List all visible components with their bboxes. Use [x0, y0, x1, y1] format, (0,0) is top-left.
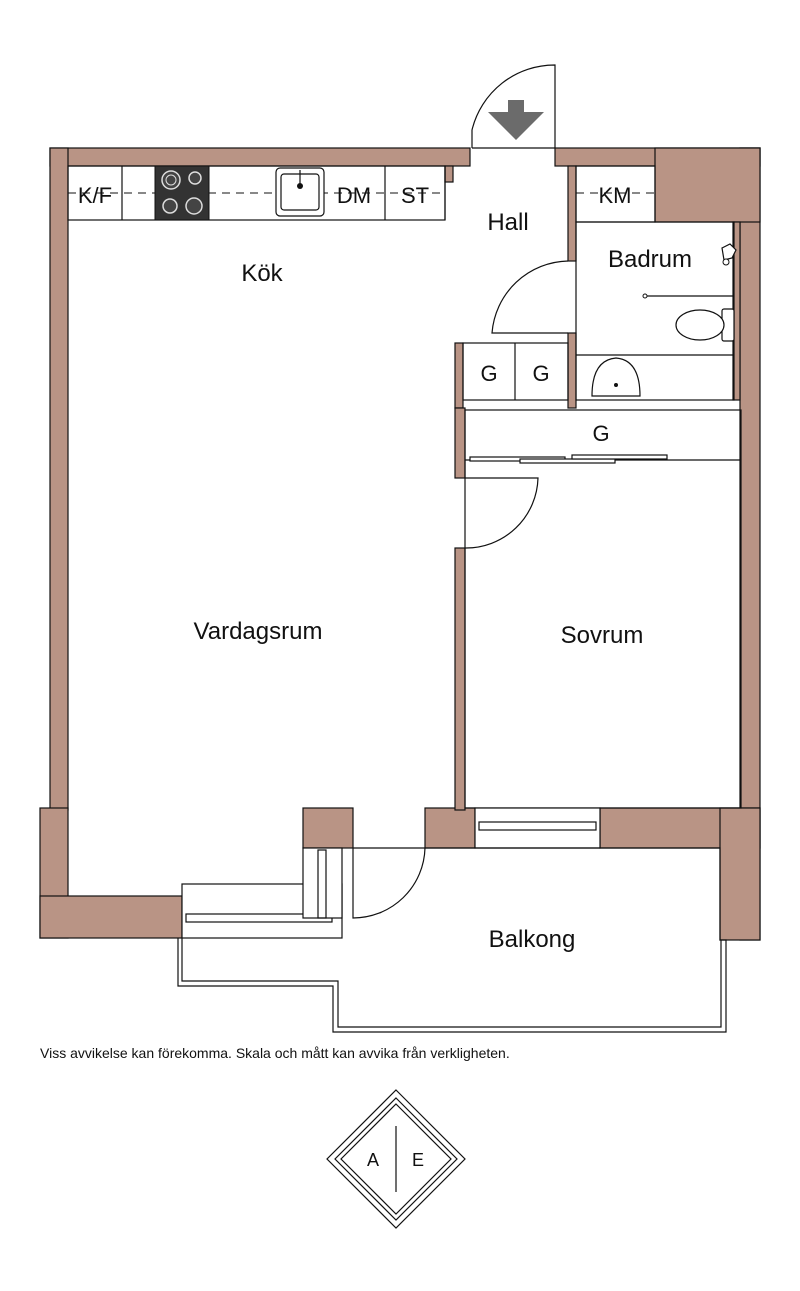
living-window	[181, 847, 343, 939]
room-label-bedroom: Sovrum	[561, 622, 644, 649]
kitchen-sink-icon	[275, 167, 325, 217]
interior-walls	[444, 165, 741, 811]
entrance-door	[471, 64, 556, 149]
washbasin-icon	[591, 357, 641, 397]
bedroom-window	[474, 807, 601, 849]
bathroom-door	[491, 260, 569, 334]
bedroom-door	[464, 477, 539, 549]
room-label-kitchen: Kök	[241, 260, 283, 287]
balcony-door	[352, 847, 426, 919]
brand-logo: A E	[326, 1089, 466, 1229]
logo-letter-right: E	[412, 1150, 424, 1170]
room-label-hall: Hall	[487, 209, 528, 236]
label-wardrobe-3: G	[592, 421, 609, 446]
label-storage: ST	[401, 183, 429, 208]
logo-letter-left: A	[367, 1150, 379, 1170]
label-wardrobe-1: G	[480, 361, 497, 386]
stove-icon	[154, 165, 210, 221]
shower-icon	[642, 243, 737, 299]
label-washing-machine: KM	[599, 183, 632, 208]
room-label-bathroom: Badrum	[608, 246, 692, 273]
disclaimer-text: Viss avvikelse kan förekomma. Skala och …	[40, 1045, 510, 1061]
room-outlines	[67, 165, 742, 809]
room-label-living-room: Vardagsrum	[194, 618, 323, 645]
balcony-outline	[177, 847, 727, 1033]
label-dishwasher: DM	[337, 183, 371, 208]
toilet-icon	[675, 308, 735, 342]
label-wardrobe-2: G	[532, 361, 549, 386]
exterior-walls	[39, 147, 761, 941]
room-label-balcony: Balkong	[489, 926, 576, 953]
label-fridge-freezer: K/F	[78, 183, 112, 208]
